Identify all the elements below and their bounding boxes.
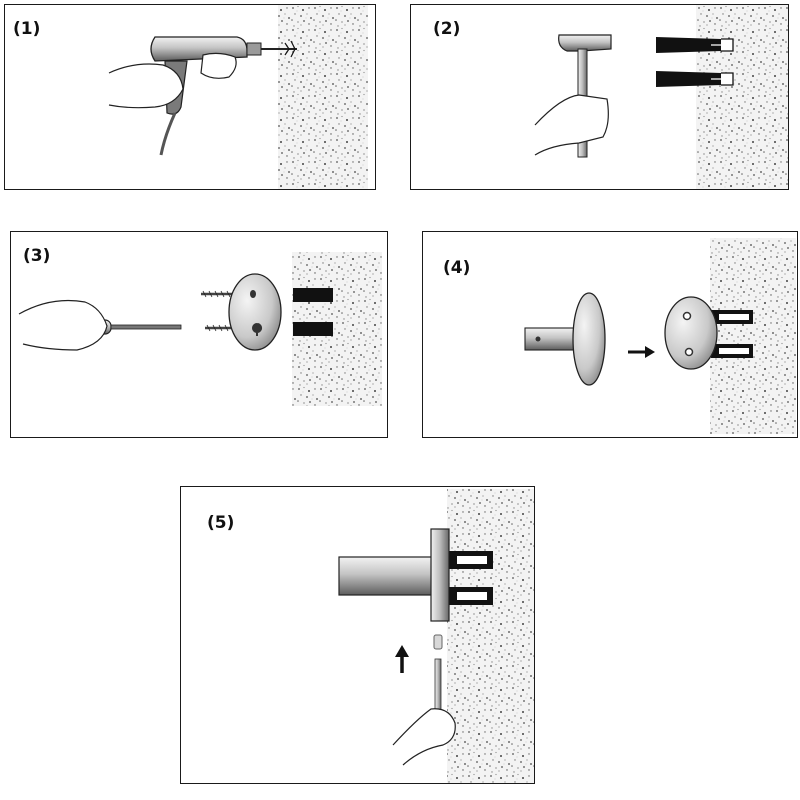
step-5-panel: (5): [180, 486, 535, 784]
mounting-plate: [664, 296, 718, 370]
step-3-label: (3): [23, 246, 51, 266]
hand-icon: [18, 299, 108, 351]
wall: [278, 5, 368, 189]
wall-anchor: [293, 322, 333, 336]
arrow-right-icon: [628, 346, 655, 358]
step-4-panel: (4): [422, 231, 798, 438]
step-5-label: (5): [207, 513, 235, 533]
wall-anchor: [656, 71, 734, 87]
step-1-illustration: [108, 5, 368, 189]
step-1-label: (1): [13, 19, 41, 39]
step-2-label: (2): [433, 19, 461, 39]
wall-anchor: [449, 587, 493, 605]
wall-anchor: [711, 310, 753, 324]
step-2-illustration: [534, 5, 788, 189]
step-2-panel: (2): [410, 4, 789, 190]
holder-part: [524, 292, 606, 386]
wall: [710, 238, 796, 434]
holder-assembly: [338, 528, 450, 622]
set-screw: [433, 634, 443, 650]
wall: [696, 5, 788, 189]
step-3-illustration: [18, 252, 382, 406]
wall-anchor: [293, 288, 333, 302]
hand-icon: [534, 94, 609, 156]
step-3-panel: (3): [10, 231, 388, 438]
wall-anchor: [711, 344, 753, 358]
wall: [447, 489, 534, 783]
hand-icon: [108, 52, 237, 109]
wall-anchor: [449, 551, 493, 569]
mounting-plate: [228, 273, 282, 351]
step-1-panel: (1): [4, 4, 376, 190]
step-5-illustration: [338, 489, 534, 783]
hand-icon: [392, 708, 456, 766]
step-4-illustration: [524, 238, 796, 434]
wall-anchor: [656, 37, 734, 53]
step-4-label: (4): [443, 258, 471, 278]
arrow-up-icon: [395, 645, 409, 673]
